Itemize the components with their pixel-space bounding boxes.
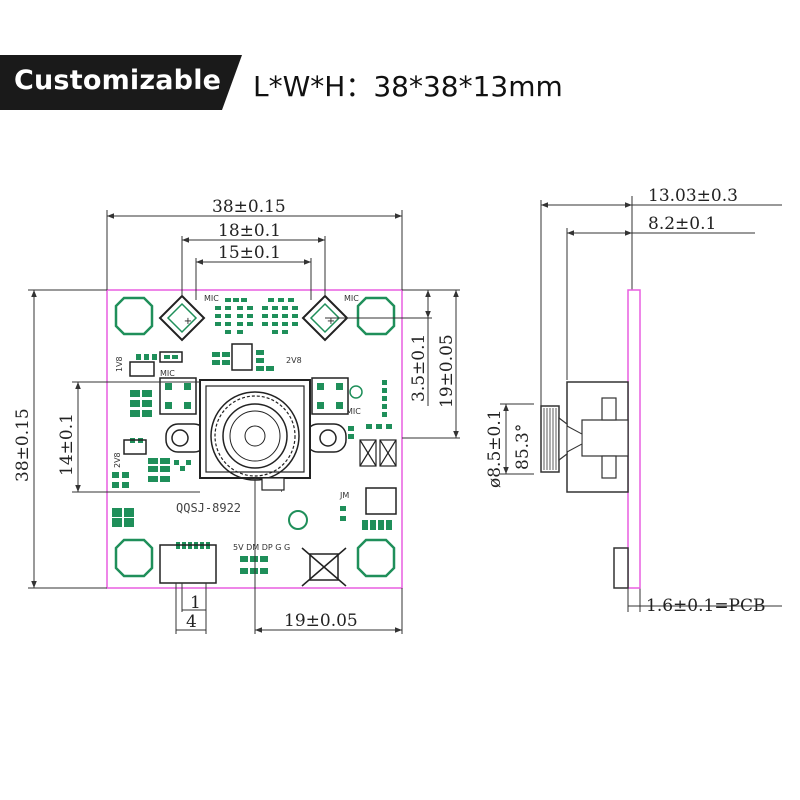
mic-top-right: + <box>301 294 349 342</box>
dim-bottom-center: 19±0.05 <box>284 611 358 631</box>
corner-pads <box>114 296 396 578</box>
banner: Customizable <box>0 55 242 110</box>
svg-text:+: + <box>327 316 335 327</box>
v28-top-label: 2V8 <box>286 356 302 365</box>
mic-label-mid-right: MIC <box>346 407 361 416</box>
dim-left-offset: 14±0.1 <box>57 413 77 476</box>
svg-text:+: + <box>184 316 192 327</box>
dim-total-height: 13.03±0.3 <box>648 186 738 206</box>
camera-module <box>199 379 311 491</box>
dim-connector-4: 4 <box>186 612 197 632</box>
corner-pad-bottom-left <box>114 538 154 578</box>
no-dispose-symbol <box>301 547 347 587</box>
jm-label: JM <box>339 491 349 500</box>
ic-outlines <box>123 343 397 584</box>
dim-pcb-thickness: 1.6±0.1=PCB <box>646 596 766 616</box>
banner-title: Customizable <box>14 65 222 96</box>
pcb-side <box>627 289 641 589</box>
dim-right-offset: 3.5±0.1 <box>409 334 429 402</box>
model-label: QQSJ-8922 <box>176 501 241 515</box>
mic-label-top-right: MIC <box>344 294 359 303</box>
diode-pair <box>359 439 397 467</box>
corner-pad-bottom-right <box>356 538 396 578</box>
dim-right-center: 19±0.05 <box>437 334 457 408</box>
test-point <box>288 510 308 530</box>
dim-connector-1: 1 <box>190 593 201 613</box>
side-dimension-lines <box>500 196 782 612</box>
component-clusters <box>112 298 392 574</box>
dim-width-total: 38±0.15 <box>212 197 286 217</box>
dim-lens-height: 8.2±0.1 <box>648 214 716 234</box>
lens-cone <box>566 425 583 453</box>
lens-knurling <box>543 408 557 470</box>
front-dimension-lines <box>28 210 460 634</box>
v28-left-label: 2V8 <box>113 452 122 468</box>
dim-height-total: 38±0.15 <box>13 408 33 482</box>
dim-hole-spacing-inner: 15±0.1 <box>218 243 281 263</box>
side-view: 13.03±0.3 8.2±0.1 ø8.5±0.1 85.3° 1.6±0.1… <box>485 186 782 616</box>
mic-label-top-left: MIC <box>204 294 219 303</box>
v18-label: 1V8 <box>115 356 124 372</box>
dim-hole-spacing-outer: 18±0.1 <box>218 221 281 241</box>
corner-pad-top-left <box>114 296 154 336</box>
dim-angle: 85.3° <box>513 424 533 470</box>
mic-label-mid-left: MIC <box>160 369 175 378</box>
overall-dimensions: L*W*H：38*38*13mm <box>253 70 563 103</box>
dim-lens-diameter: ø8.5±0.1 <box>485 409 505 488</box>
mic-top-left: + <box>158 294 206 342</box>
lens-holder-ears <box>165 423 347 453</box>
holder-tab-top <box>601 397 617 421</box>
mic-module-right <box>311 377 349 415</box>
pins-label: 5V DM DP G G <box>233 543 290 552</box>
banner-background <box>0 55 242 110</box>
holder-mount <box>581 419 629 457</box>
front-view: + + MIC MIC <box>13 197 460 634</box>
connector-side <box>613 547 629 589</box>
corner-pad-top-right <box>356 296 396 336</box>
holder-tab-bottom <box>601 455 617 479</box>
lens-collar <box>558 416 568 462</box>
fiducial <box>349 385 363 399</box>
mic-module-left <box>159 377 197 415</box>
